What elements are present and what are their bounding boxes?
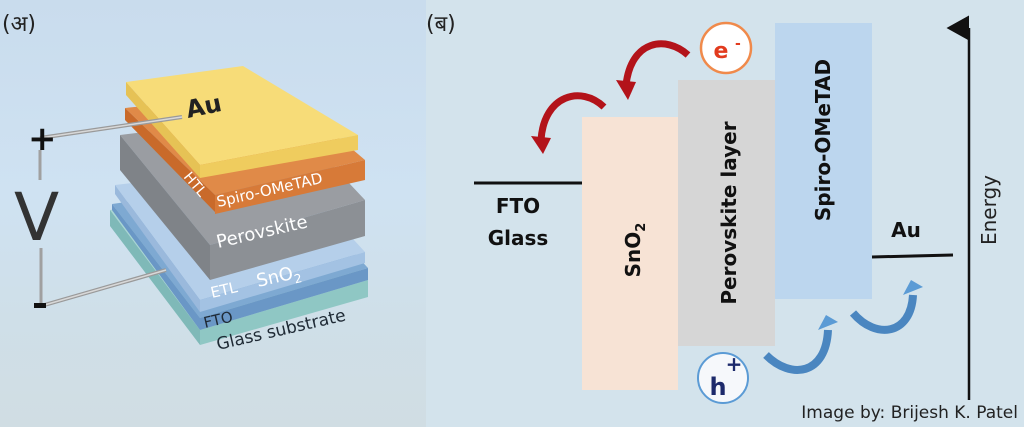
electron-symbol: e — [714, 39, 729, 64]
wire-positive — [38, 115, 183, 180]
spiro-band — [775, 23, 872, 299]
energy-axis-label: Energy — [977, 175, 1001, 245]
hole-arrow-spiro-to-au — [849, 280, 923, 334]
layer-au — [126, 66, 358, 178]
device-stack-drawing: + V Au HTL Spiro-OMeTAD Perovskite ETL S… — [14, 66, 368, 355]
fto-label-line2: Glass — [488, 226, 549, 250]
electron-arrow-perovskite-to-sno2 — [616, 40, 691, 100]
perovskite-band — [678, 80, 775, 346]
electron-charge: - — [735, 36, 741, 52]
perovskite-label-b: Perovskite layer — [717, 121, 741, 304]
energy-diagram-drawing: FTO Glass SnO2 Perovskite layer Spiro-OM… — [474, 15, 1001, 404]
au-energy-level — [871, 253, 954, 259]
wire-negative — [39, 248, 167, 308]
device-stack-panel: (अ) — [0, 0, 426, 427]
spiro-label-b: Spiro-OMeTAD — [811, 59, 835, 221]
voltage-symbol: V — [14, 179, 59, 256]
image-credit: Image by: Brijesh K. Patel — [801, 403, 1018, 423]
etl-prefix: ETL — [209, 278, 240, 302]
positive-terminal: + — [28, 119, 57, 159]
electron-badge: e - — [699, 21, 753, 75]
hole-symbol: h — [709, 373, 726, 401]
hole-badge: h + — [697, 352, 749, 404]
fto-label-line1: FTO — [496, 194, 540, 218]
electron-arrow-sno2-to-fto — [531, 92, 607, 154]
panel-b-label: (ब) — [426, 12, 456, 37]
energy-diagram-panel: (ब) FTO Glass SnO2 Perovskite layer Spir… — [426, 0, 1024, 427]
hole-charge: + — [726, 352, 743, 376]
au-label-b: Au — [891, 218, 921, 242]
sno2-label-b: SnO2 — [621, 223, 649, 278]
sno2-band — [582, 117, 678, 390]
negative-terminal — [34, 303, 46, 308]
panel-a-label: (अ) — [2, 12, 36, 37]
hole-arrow-perovskite-to-spiro — [763, 315, 838, 374]
